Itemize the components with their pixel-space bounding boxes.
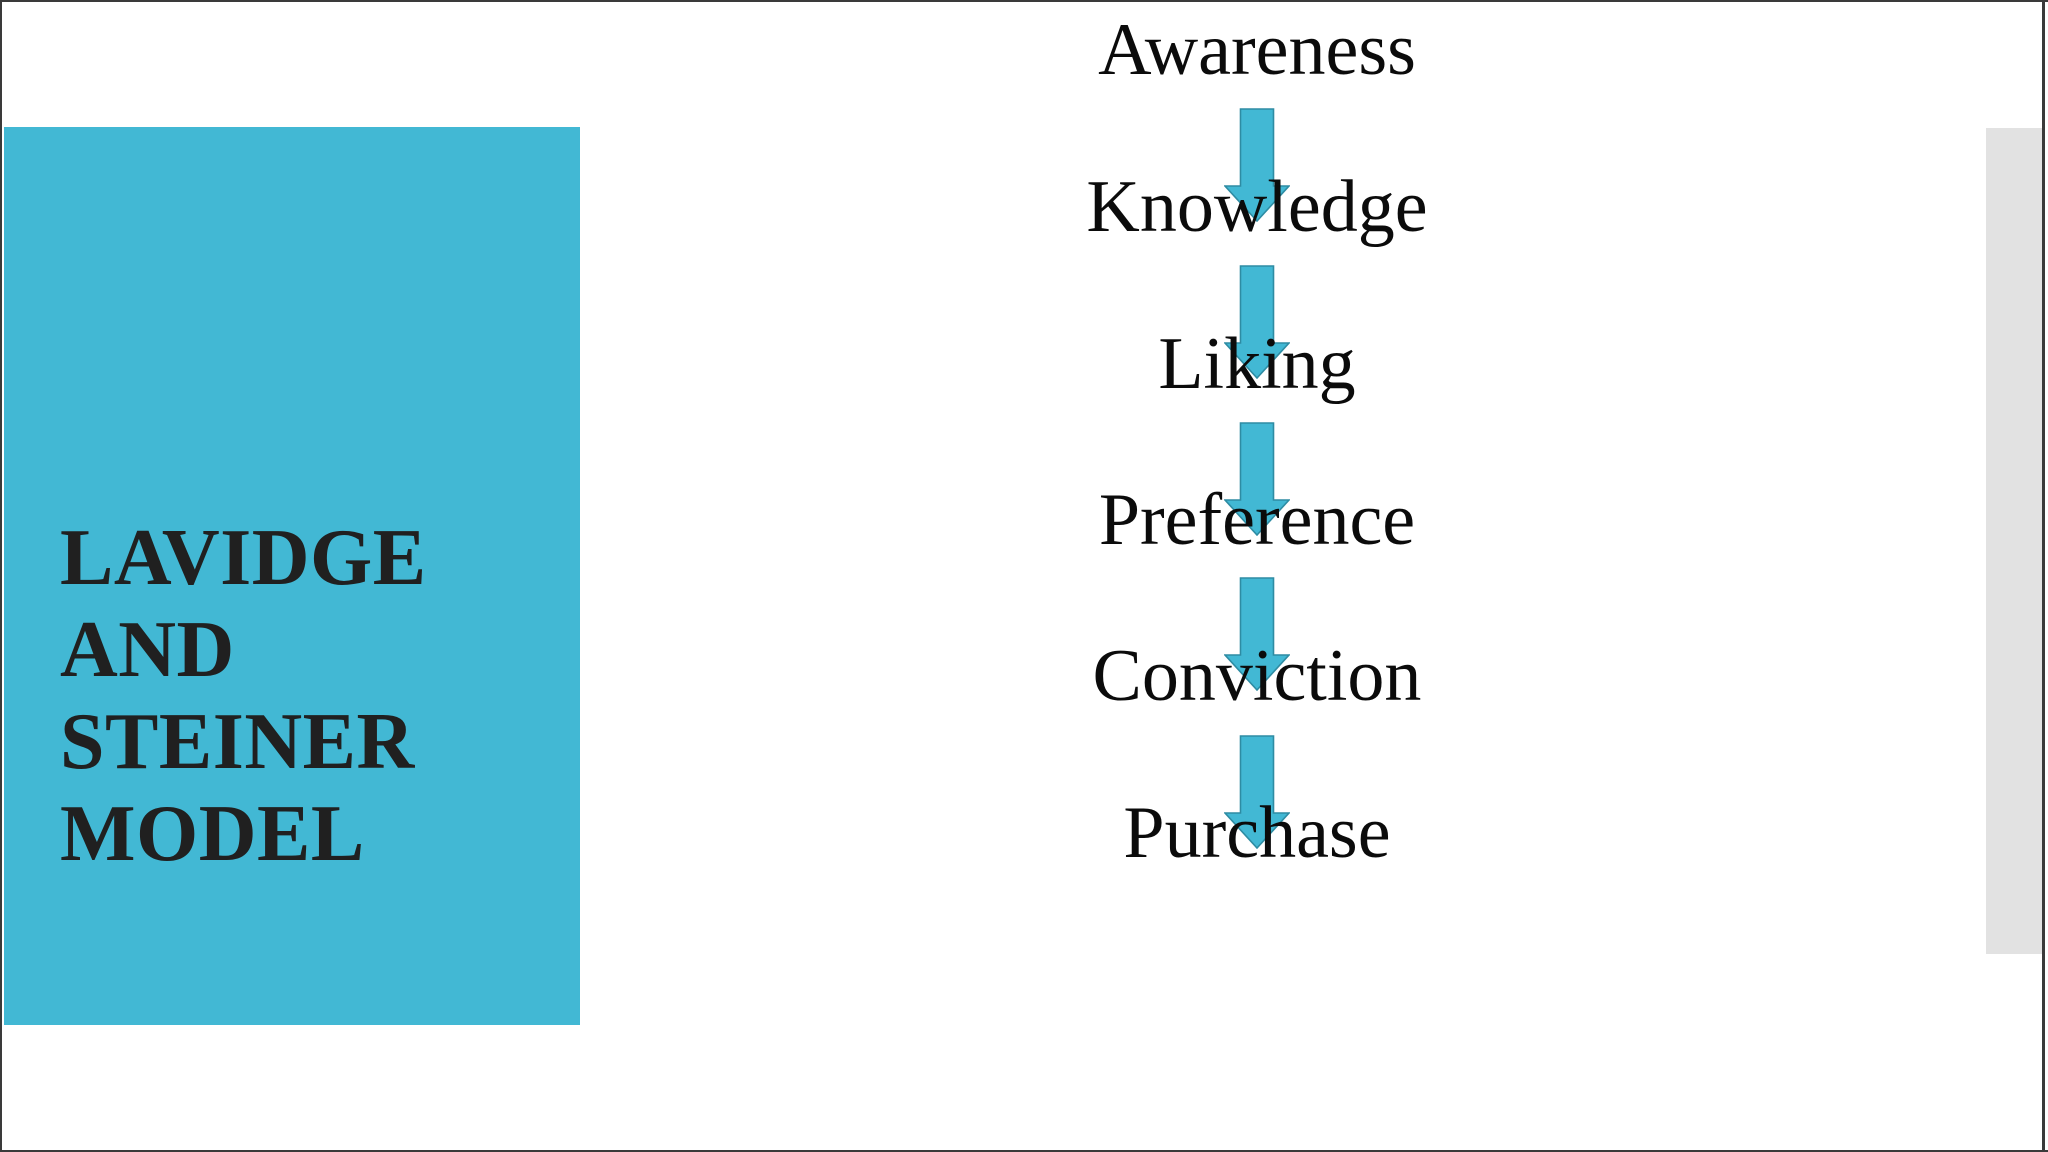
title-line-3: STEINER: [60, 698, 415, 786]
flow-step-preference: Preference: [1098, 479, 1416, 561]
title-card: LAVIDGE AND STEINER MODEL: [4, 127, 580, 1025]
flow-step-conviction: Conviction: [1092, 635, 1422, 717]
down-arrow-icon: [962, 577, 1552, 691]
title-line-2: AND: [60, 606, 235, 694]
page-title: LAVIDGE AND STEINER MODEL: [60, 512, 530, 880]
flow-step-liking: Liking: [1158, 323, 1356, 405]
right-border-rule: [2042, 2, 2045, 1150]
title-line-4: MODEL: [60, 790, 365, 878]
down-arrow-icon: [962, 265, 1552, 379]
flow-step-awareness: Awareness: [1098, 9, 1416, 91]
title-line-1: LAVIDGE: [60, 514, 427, 602]
down-arrow-icon: [962, 108, 1552, 222]
down-arrow-icon: [962, 422, 1552, 536]
down-arrow-icon: [962, 735, 1552, 849]
flow-step-purchase: Purchase: [1123, 792, 1391, 874]
lavidge-steiner-flow-diagram: Awareness Knowledge Liking Preference Co…: [962, 2, 1552, 1150]
right-grey-panel: [1986, 128, 2043, 954]
flow-step-knowledge: Knowledge: [1086, 166, 1428, 248]
